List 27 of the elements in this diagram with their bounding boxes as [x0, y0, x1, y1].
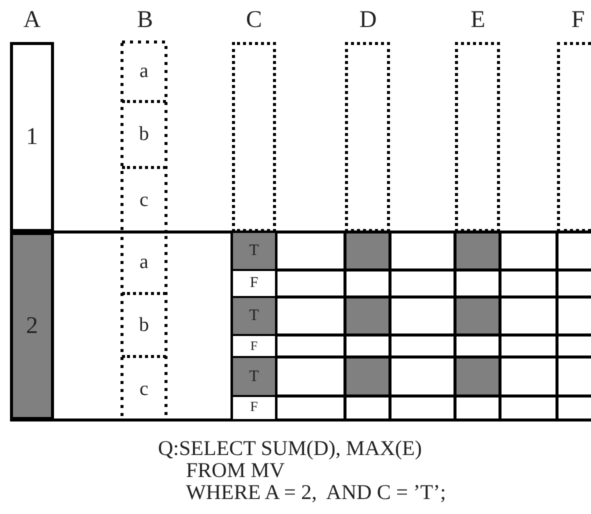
query-text: Q:SELECT SUM(D), MAX(E) [158, 438, 422, 459]
column-header: C [246, 8, 262, 32]
table-cell: a [122, 42, 166, 100]
table-cell: a [122, 232, 166, 292]
dotted-column [557, 42, 591, 232]
table-cell: 1 [10, 42, 54, 232]
dotted-column [455, 42, 500, 232]
table-cell: b [122, 292, 166, 355]
table-cell: b [122, 100, 166, 166]
table-cell: c [122, 355, 166, 420]
column-header: B [137, 8, 153, 32]
query-text: WHERE A = 2, AND C = ’T’; [186, 482, 446, 503]
value-cell: T [232, 232, 276, 270]
column-header: E [470, 8, 486, 32]
table-cell: 2 [10, 232, 54, 420]
dotted-column [345, 42, 390, 232]
query-text: FROM MV [186, 460, 285, 481]
value-cell: F [232, 396, 276, 420]
column-header: D [359, 8, 377, 32]
value-cell: T [232, 357, 276, 396]
dotted-column [232, 42, 276, 232]
value-cell: F [232, 270, 276, 297]
value-cell: F [232, 335, 276, 357]
column-header: F [571, 8, 585, 32]
column-header: A [23, 8, 41, 32]
table-cell: c [122, 166, 166, 232]
value-cell: T [232, 297, 276, 335]
